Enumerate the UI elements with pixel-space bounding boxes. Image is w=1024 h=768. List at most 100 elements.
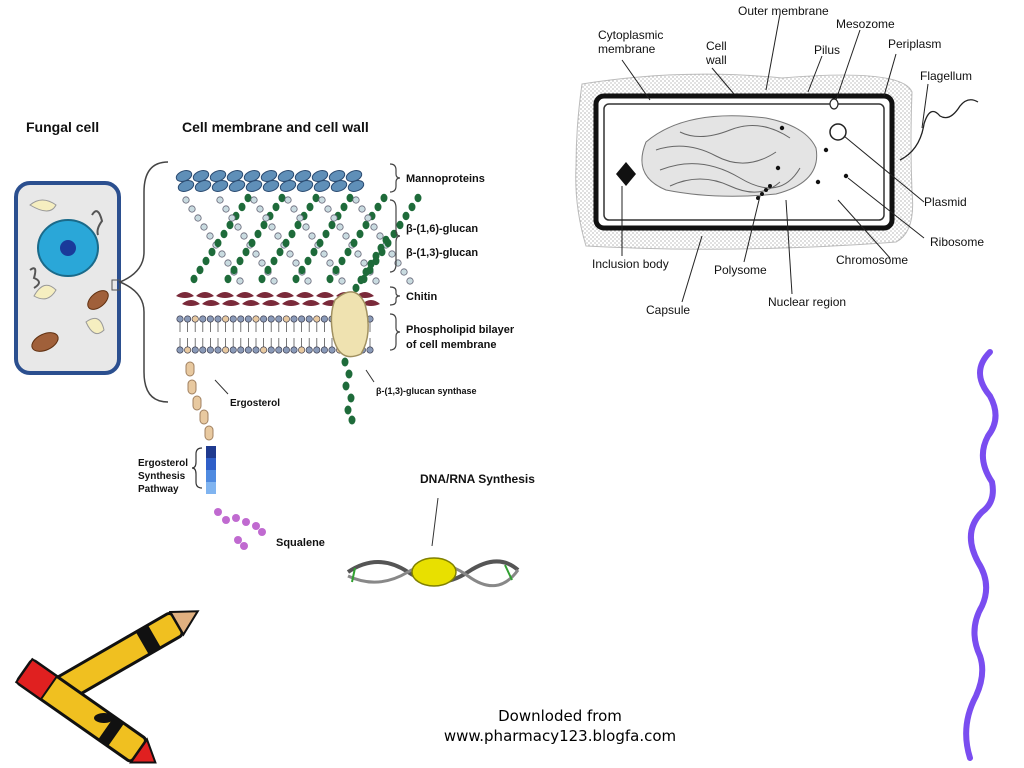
glucan-16-unit [236,277,244,285]
chitin-unit [316,292,334,298]
glucan-16-unit [296,214,304,222]
glucan-16-unit [224,259,232,267]
mannoprotein [177,180,195,192]
chitin-unit [236,292,254,298]
synthase-glucan-chain [341,357,356,425]
fungal-cell-title: Fungal cell [26,119,99,135]
glucan-16-unit [308,232,316,240]
glucan-16-unit [406,277,414,285]
glucan-13-unit [272,202,280,212]
glucan-13-unit [332,265,340,275]
fungal-diagram: Fungal cell Cell membrane and cell wall [14,119,535,588]
glucan-13-unit [367,259,375,269]
glucan-13-unit [357,275,365,285]
chitin-unit [262,300,280,306]
lipid-head [267,315,275,323]
glucan-13-unit [214,238,222,248]
lipid-head [298,346,306,354]
lipid-head [176,346,184,354]
glucan-16-unit [240,232,248,240]
glucan-16-unit [358,205,366,213]
label-polysome: Polysome [714,263,767,277]
glucan-16-unit [270,277,278,285]
glucan-13-unit [224,274,232,284]
lipid-head [237,315,245,323]
mannoprotein [245,180,263,192]
mannoprotein [194,180,212,192]
glucan-16-unit [370,223,378,231]
label-capsule: Capsule [646,303,690,317]
mannoproteins-layer [175,170,365,192]
glucan-16-unit [352,196,360,204]
glucan-13-unit [260,220,268,230]
glucan-16-unit [354,250,362,258]
glucan-16-unit [360,259,368,267]
glucan-13-unit [220,229,228,239]
glucan-13-unit [322,229,330,239]
label-plasmid: Plasmid [924,195,967,209]
synthase-glucan-unit [341,357,349,367]
label-cytoplasmic-2: membrane [598,42,656,56]
glucan-layer [182,193,422,293]
glucan-13-unit [340,202,348,212]
lipid-head [313,315,321,323]
lipid-head [290,315,298,323]
glucan-13-unit [258,274,266,284]
chitin-unit [196,292,214,298]
label-squalene: Squalene [276,537,325,549]
mannoprotein [279,180,297,192]
plasmid-shape [829,123,847,141]
glucan-16-unit [326,259,334,267]
glucan-13-unit [292,274,300,284]
lipid-head [191,315,199,323]
glucan-13-unit [346,193,354,203]
glucan-13-unit [230,265,238,275]
synthase-glucan-unit [345,369,353,379]
glucan-13-unit [208,247,216,257]
lipid-head [260,346,268,354]
glucan-13-unit [282,238,290,248]
label-nuclear-region: Nuclear region [768,295,846,309]
glucan-13-unit [226,220,234,230]
glucan-16-unit [234,223,242,231]
glucan-13-unit [248,238,256,248]
label-flagellum: Flagellum [920,69,972,83]
glucan-13-unit [236,256,244,266]
glucan-13-unit [402,211,410,221]
fungal-cell-illustration [14,181,121,375]
glucan-16-unit [194,214,202,222]
glucan-13-unit [202,256,210,266]
glucan-13-unit [356,229,364,239]
glucan-13-unit [294,220,302,230]
lipid-head [320,346,328,354]
lipid-head [206,315,214,323]
label-glucan13: β-(1,3)-glucan [406,247,478,259]
glucan-16-unit [252,250,260,258]
chitin-unit [202,300,220,306]
glucan-13-unit [306,202,314,212]
glucan-16-unit [290,205,298,213]
credit-url[interactable]: www.pharmacy123.blogfa.com [443,727,677,745]
glucan-16-unit [206,232,214,240]
label-inclusion-body: Inclusion body [592,257,669,271]
mannoprotein [296,180,314,192]
lipid-head [252,346,260,354]
mannoprotein [262,180,280,192]
synthase-glucan-unit [347,393,355,403]
lipid-head [184,315,192,323]
glucan-13-unit [288,229,296,239]
lipid-head [298,315,306,323]
flagellum-shape [899,99,979,161]
leader-lines [621,13,929,303]
ergosterol-pathway-bar [206,446,216,494]
lipid-head [206,346,214,354]
chitin-unit [182,300,200,306]
glucan-16-unit [250,196,258,204]
lipid-head [237,346,245,354]
glucan-13-unit [278,193,286,203]
glucan-13-unit [254,229,262,239]
lipid-head [290,346,298,354]
lipid-head [184,346,192,354]
glucan-13-unit [310,247,318,257]
label-cytoplasmic-1: Cytoplasmic [598,28,663,42]
